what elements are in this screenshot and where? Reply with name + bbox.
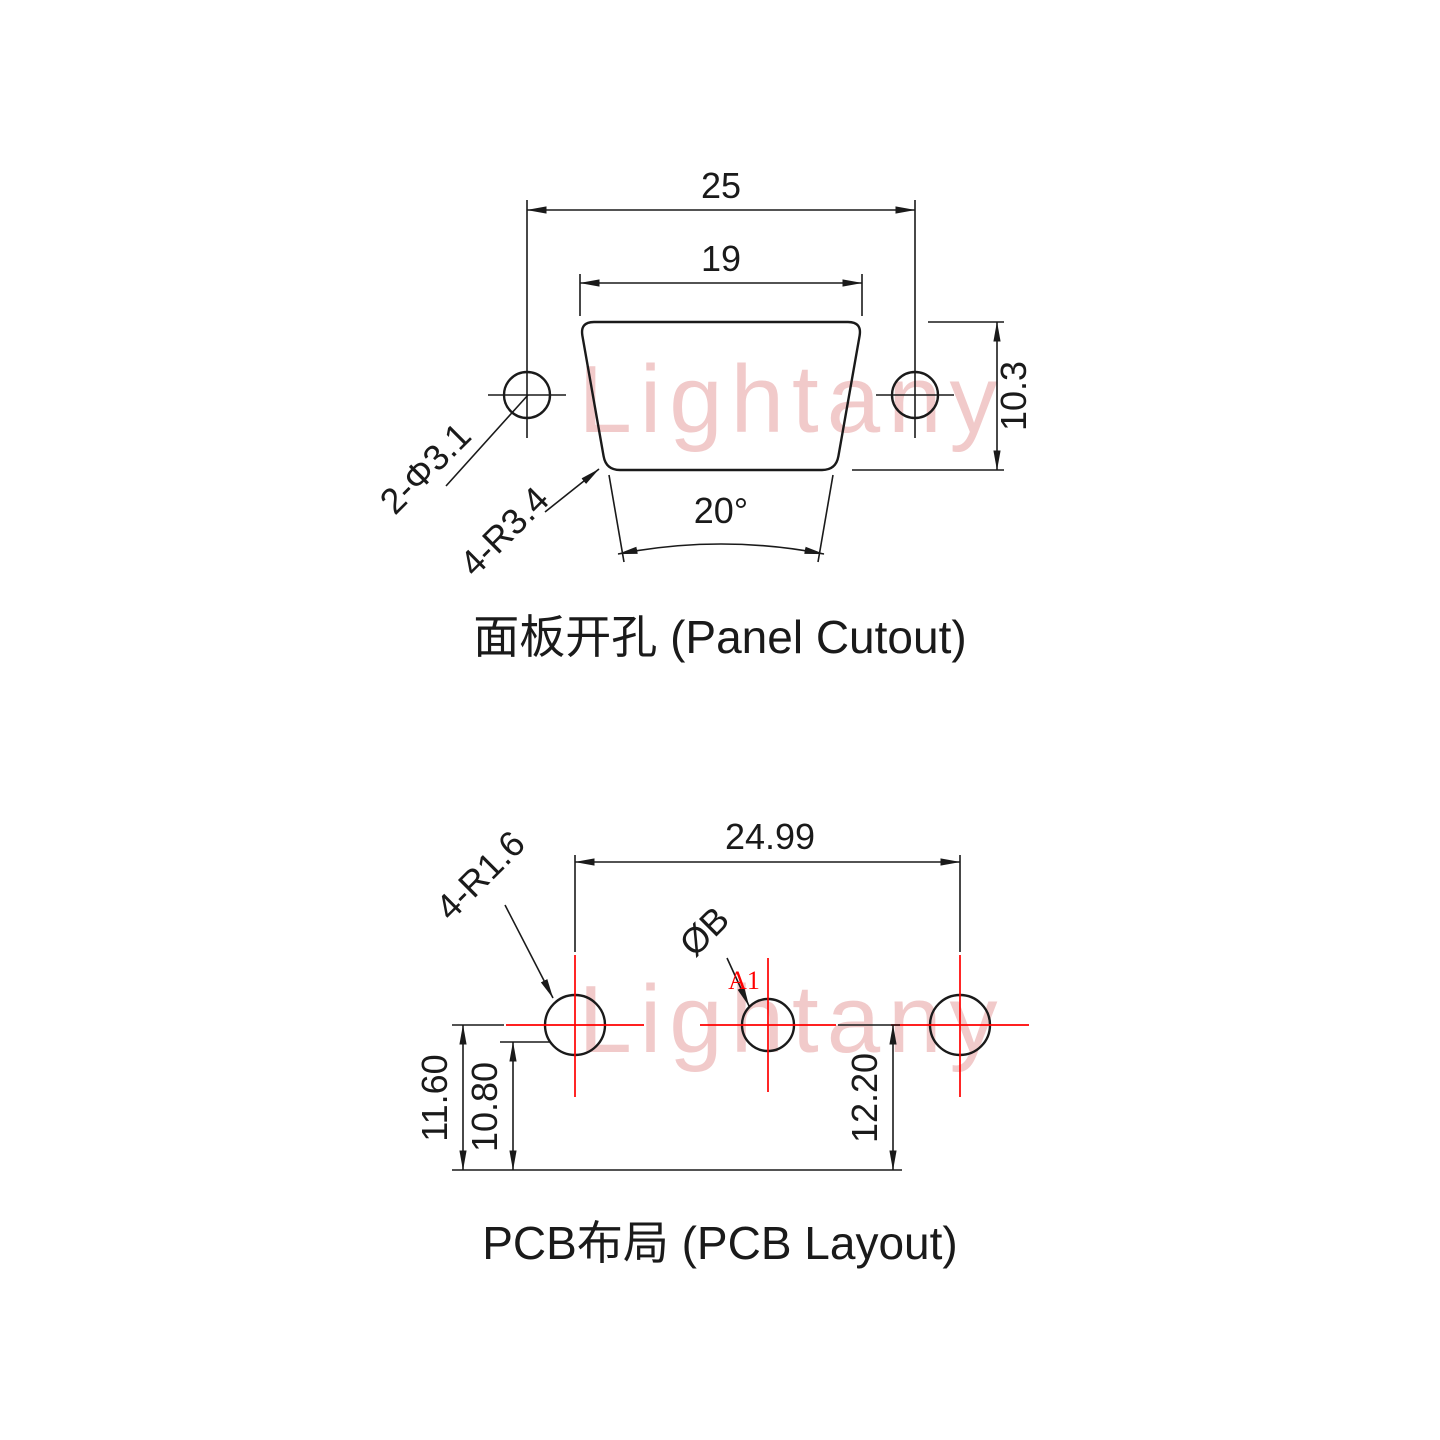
label-hole-diameter: ØB bbox=[671, 898, 737, 964]
dim-right: 12.20 bbox=[844, 1053, 885, 1143]
watermark-text-bottom: Lightany bbox=[579, 966, 1006, 1073]
pin-a1-label: A1 bbox=[728, 966, 760, 995]
dim-height: 10.3 bbox=[993, 361, 1034, 431]
panel-cutout-title: 面板开孔 (Panel Cutout) bbox=[473, 611, 966, 663]
dim-inner-width: 19 bbox=[701, 238, 741, 279]
leader-line bbox=[544, 468, 600, 513]
dim-angle: 20° bbox=[694, 490, 748, 531]
watermark-text-top: Lightany bbox=[579, 346, 1006, 453]
dim-left-outer: 11.60 bbox=[414, 1054, 455, 1141]
cutout-outline bbox=[580, 320, 862, 472]
leader-line bbox=[504, 904, 554, 999]
angle-extension-line bbox=[608, 474, 625, 563]
label-pad-radius: 4-R1.6 bbox=[427, 822, 532, 927]
dim-span: 24.99 bbox=[725, 816, 815, 857]
leader-line bbox=[445, 394, 529, 487]
dim-left-inner: 10.80 bbox=[464, 1062, 505, 1152]
leader-line bbox=[726, 957, 750, 1007]
pcb-layout-title: PCB布局 (PCB Layout) bbox=[482, 1217, 957, 1269]
dim-outer-width: 25 bbox=[701, 165, 741, 206]
angle-arc bbox=[617, 543, 825, 555]
angle-extension-line bbox=[817, 474, 834, 563]
label-corner-radius: 4-R3.4 bbox=[451, 478, 556, 583]
